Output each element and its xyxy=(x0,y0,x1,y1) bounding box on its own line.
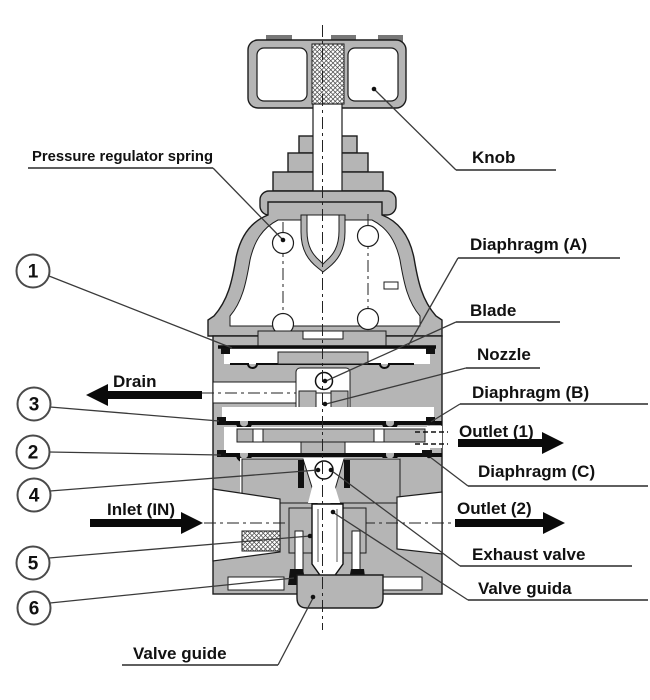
callout-exhaust-valve xyxy=(328,467,632,567)
knob-top-notch xyxy=(331,35,356,43)
outlet2-arrow-right xyxy=(455,512,565,534)
callout-nozzle xyxy=(322,367,540,407)
diaphragm-a-seal xyxy=(221,348,230,354)
side-channel-right xyxy=(351,530,361,574)
outlet1-port-gap xyxy=(427,426,442,448)
knob-window-left xyxy=(256,47,308,102)
valve-cross-section xyxy=(202,25,452,630)
inlet-screen xyxy=(241,530,281,552)
callout-number-6: 6 xyxy=(29,599,40,620)
leader-lines xyxy=(28,86,648,666)
knob-part xyxy=(247,35,407,109)
piston-slot xyxy=(252,428,264,443)
label-diaphragm-b: Diaphragm (B) xyxy=(472,383,589,402)
label-blade: Blade xyxy=(470,301,516,320)
diaphragm-c-seal xyxy=(422,450,432,457)
callout-number-2: 2 xyxy=(28,443,39,464)
callout-circle-6 xyxy=(16,590,52,626)
leader-callout-1 xyxy=(48,275,233,349)
label-inlet: Inlet (IN) xyxy=(107,500,175,519)
outlet1-arrow-right xyxy=(458,432,564,454)
diaphragm-a-seal xyxy=(426,348,435,354)
leader-callout-2 xyxy=(48,451,222,456)
leader-callout-6 xyxy=(49,577,295,604)
callout-valve-guide xyxy=(122,594,316,666)
drain-arrow-left xyxy=(86,384,202,406)
callout-circle-1 xyxy=(15,253,51,289)
piston-slot xyxy=(373,428,385,443)
bonnet-vent xyxy=(383,281,399,290)
callout-knob xyxy=(371,86,556,171)
diaphragm-b-part xyxy=(217,417,442,431)
label-knob: Knob xyxy=(472,148,515,167)
knob-top-notch xyxy=(378,35,403,43)
label-outlet-2: Outlet (2) xyxy=(457,499,532,518)
adjusting-stem xyxy=(312,103,343,193)
stem-channel xyxy=(308,480,340,503)
callout-diaphragm-b xyxy=(426,403,648,426)
inlet-arrow-right xyxy=(90,512,203,534)
numbered-callouts: 1 3 2 4 5 6 xyxy=(15,253,52,626)
flow-arrows xyxy=(86,384,565,534)
callout-diaphragm-a xyxy=(407,257,620,347)
diaphragm-b-line xyxy=(218,421,442,431)
exhaust-seal-bar xyxy=(298,460,304,488)
callout-number-1: 1 xyxy=(28,262,39,283)
spring-coil xyxy=(356,307,380,331)
label-outlet-1: Outlet (1) xyxy=(459,422,534,441)
label-diaphragm-a: Diaphragm (A) xyxy=(470,235,587,254)
callout-valve-guida xyxy=(330,509,648,601)
label-valve-guida: Valve guida xyxy=(478,579,572,598)
text-labels: Pressure regulator spring Knob Diaphragm… xyxy=(32,148,595,663)
callout-circle-5 xyxy=(15,545,51,581)
leader-callout-3 xyxy=(49,406,220,422)
label-diaphragm-c: Diaphragm (C) xyxy=(478,462,595,481)
callout-circle-3 xyxy=(16,386,52,422)
label-pressure-regulator-spring: Pressure regulator spring xyxy=(32,148,213,165)
spring-coil xyxy=(356,224,380,248)
callout-number-3: 3 xyxy=(29,395,40,416)
spring-coil xyxy=(271,231,295,255)
leader-callout-4 xyxy=(49,469,319,492)
leader-dot xyxy=(315,467,321,473)
label-valve-guide: Valve guide xyxy=(133,644,227,663)
adjusting-screw xyxy=(259,103,397,216)
callout-number-4: 4 xyxy=(29,486,40,507)
label-nozzle: Nozzle xyxy=(477,345,531,364)
leader-dot xyxy=(307,533,313,539)
chamber-above-b xyxy=(222,407,434,421)
diaphragm-b-seal xyxy=(217,417,226,425)
knob-knurl xyxy=(311,43,345,105)
bonnet xyxy=(207,201,443,337)
label-drain: Drain xyxy=(113,372,156,391)
callout-pressure-spring xyxy=(28,167,286,243)
callout-diaphragm-c xyxy=(426,453,648,487)
knob-window-right xyxy=(347,47,399,102)
knob-top-notch xyxy=(266,35,292,43)
diaphragm-c-seal xyxy=(217,450,226,457)
leader-callout-5 xyxy=(48,535,311,559)
callout-blade xyxy=(322,321,560,384)
valve-guide-cap xyxy=(296,574,384,609)
exhaust-chamber xyxy=(240,458,401,504)
piston-plate xyxy=(236,428,426,443)
diaphragm-b-seal xyxy=(426,417,435,425)
callout-circle-2 xyxy=(15,434,51,470)
callout-number-5: 5 xyxy=(28,554,39,575)
label-exhaust-valve: Exhaust valve xyxy=(472,545,585,564)
callout-circle-4 xyxy=(16,477,52,513)
intermediate-chamber xyxy=(224,426,448,455)
exhaust-seal-bar xyxy=(344,460,350,488)
